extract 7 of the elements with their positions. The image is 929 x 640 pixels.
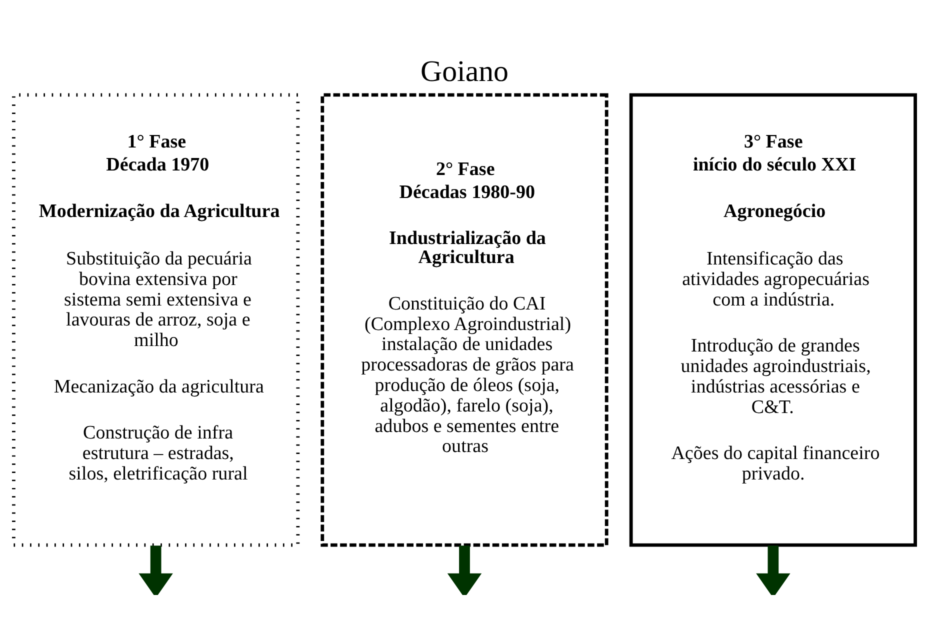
diagram-title: Goiano [420,54,509,88]
node-box: 1° Fase Década 1970 Modernização da Agricultura Substituição da pecuária bovina extensiva por sistema semi extensiva e lavouras de arroz, soja e milho Mecanização da agricultura Construção de infra estrutura – estradas, silos, eletrificação rural [12,92,300,546]
arrow [138,545,173,594]
arrow [756,545,790,594]
arrow [447,545,482,594]
node-box: 3° Fase início do século XXI Agronegócio Intensificação das atividades agropecuárias com a indústria. Introdução de grandes unidades agroindustriais, indústrias acessórias e C&T. Ações do capital financeiro privado. [629,92,917,546]
node-box: 2° Fase Décadas 1980-90 Industrialização da Agricultura Constituição do CAI (Complexo Agroindustrial) instalação de unidades processadoras de grãos para produção de óleos (soja, algodão), farelo (soja), adubos e sementes entre outras [320,92,608,546]
